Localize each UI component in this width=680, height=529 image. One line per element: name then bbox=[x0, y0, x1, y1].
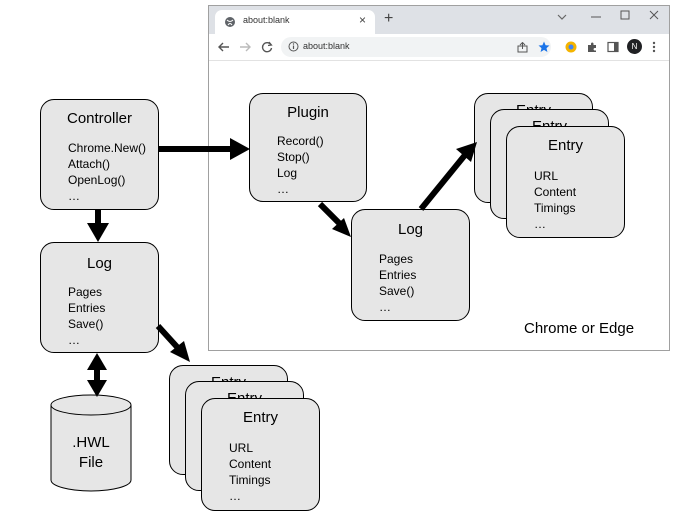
reload-icon[interactable] bbox=[261, 41, 273, 53]
node-items: Record() Stop() Log … bbox=[277, 133, 324, 197]
arrowhead-to-log bbox=[87, 353, 107, 370]
hwl-file-label: .HWL File bbox=[50, 433, 132, 473]
arrowhead-controller-to-plugin bbox=[230, 138, 250, 160]
file-word: File bbox=[78, 454, 104, 471]
node-title: Entry bbox=[547, 137, 583, 154]
node-item: OpenLog() bbox=[68, 173, 126, 187]
entry-node: Entry URL Content Timings … bbox=[201, 398, 320, 511]
arrowhead-to-file bbox=[87, 380, 107, 397]
node-item: Entries bbox=[68, 301, 106, 315]
arrow-plugin-to-browser-log bbox=[317, 201, 343, 227]
node-item: Chrome.New() bbox=[68, 141, 147, 155]
node-item: URL bbox=[534, 169, 559, 183]
puzzle-piece-icon[interactable] bbox=[586, 41, 598, 53]
maximize-icon[interactable] bbox=[620, 10, 630, 20]
more-menu-icon[interactable] bbox=[652, 41, 656, 53]
node-item: Timings bbox=[534, 201, 576, 215]
log-node: Log Pages Entries Save() … bbox=[40, 242, 159, 353]
entry-node: Entry URL Content Timings … bbox=[506, 126, 625, 238]
node-item: Log bbox=[277, 166, 298, 180]
node-item: Record() bbox=[277, 134, 324, 148]
plugin-node: Plugin Record() Stop() Log … bbox=[249, 93, 367, 202]
arrow-browser-log-to-entry bbox=[418, 153, 468, 211]
node-item: … bbox=[379, 300, 391, 314]
node-title: Controller bbox=[66, 110, 133, 127]
browser-caption: Chrome or Edge bbox=[524, 320, 635, 337]
browser-toolbar: about:blank N bbox=[209, 34, 669, 61]
url-text: about:blank bbox=[303, 41, 350, 51]
node-item: … bbox=[534, 217, 546, 231]
node-item: Entries bbox=[379, 268, 417, 282]
arrowhead-controller-to-log bbox=[87, 223, 109, 242]
node-item: Stop() bbox=[277, 150, 310, 164]
arrowhead-log-to-entry bbox=[170, 341, 190, 362]
node-item: … bbox=[229, 489, 241, 503]
tab-title: about:blank bbox=[243, 15, 290, 25]
arrowhead-plugin-to-browser-log bbox=[332, 218, 351, 237]
back-arrow-icon[interactable] bbox=[218, 41, 230, 53]
node-item: Timings bbox=[229, 473, 271, 487]
browser-tab[interactable]: about:blank × bbox=[215, 10, 375, 34]
profile-avatar[interactable]: N bbox=[627, 39, 642, 54]
tab-close-icon[interactable]: × bbox=[359, 13, 367, 27]
node-item: Save() bbox=[379, 284, 415, 298]
info-icon[interactable] bbox=[288, 41, 299, 52]
node-item: Pages bbox=[68, 285, 103, 299]
arrow-log-to-entry bbox=[155, 323, 181, 351]
node-items: URL Content Timings … bbox=[229, 440, 271, 504]
node-item: Pages bbox=[379, 252, 414, 266]
extension-logo-icon[interactable] bbox=[565, 41, 577, 53]
controller-node: Controller Chrome.New() Attach() OpenLog… bbox=[40, 99, 159, 210]
arrowhead-browser-log-to-entry bbox=[456, 142, 477, 162]
close-window-icon[interactable] bbox=[649, 10, 659, 20]
new-tab-button[interactable]: + bbox=[384, 10, 394, 27]
node-items: Pages Entries Save() … bbox=[68, 284, 105, 348]
share-icon[interactable] bbox=[517, 42, 528, 53]
hwl-file-cylinder bbox=[50, 394, 132, 492]
file-extension: .HWL bbox=[72, 434, 110, 451]
node-item: … bbox=[68, 189, 80, 203]
node-title: Entry bbox=[242, 409, 278, 426]
node-title: Log bbox=[397, 221, 424, 238]
node-item: … bbox=[277, 182, 289, 196]
node-item: Content bbox=[534, 185, 577, 199]
side-panel-icon[interactable] bbox=[607, 41, 619, 53]
minimize-icon[interactable] bbox=[591, 15, 601, 19]
node-items: URL Content Timings … bbox=[534, 168, 576, 232]
node-item: … bbox=[68, 333, 80, 347]
node-title: Plugin bbox=[287, 104, 329, 121]
node-item: Attach() bbox=[68, 157, 111, 171]
node-title: Log bbox=[86, 255, 113, 272]
node-items: Pages Entries Save() … bbox=[379, 251, 416, 315]
address-bar[interactable]: about:blank bbox=[281, 37, 551, 57]
tab-strip: about:blank × + bbox=[209, 6, 669, 34]
node-item: Save() bbox=[68, 317, 104, 331]
browser-log-node: Log Pages Entries Save() … bbox=[351, 209, 470, 321]
node-items: Chrome.New() Attach() OpenLog() … bbox=[68, 140, 146, 204]
forward-arrow-icon[interactable] bbox=[239, 41, 251, 53]
globe-icon bbox=[225, 17, 235, 27]
chevron-down-icon[interactable] bbox=[557, 13, 567, 21]
star-icon[interactable] bbox=[538, 41, 550, 53]
node-item: URL bbox=[229, 441, 254, 455]
node-item: Content bbox=[229, 457, 272, 471]
